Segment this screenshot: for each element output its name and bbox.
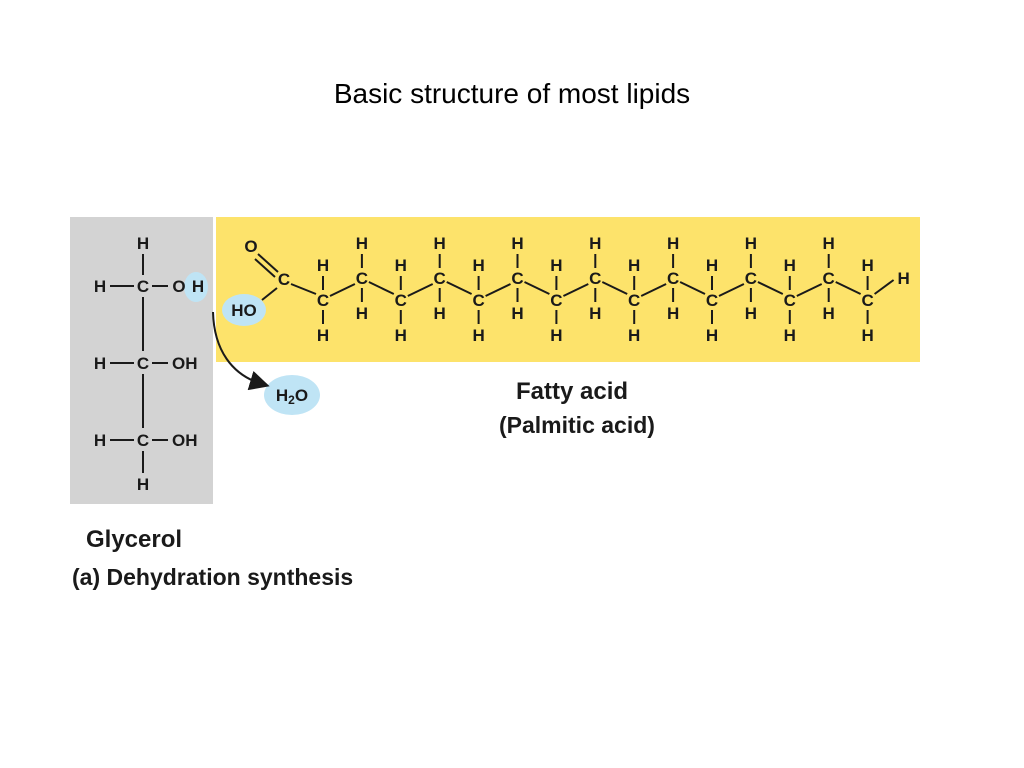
chain-hydrogen: H: [667, 234, 679, 253]
chain-carbon: C: [706, 291, 718, 310]
glycerol-panel: [70, 217, 213, 504]
glycerol-label: Glycerol: [86, 526, 183, 553]
fatty-acid-label: Fatty acid: [516, 378, 629, 405]
water-label: H2O: [276, 386, 308, 407]
chain-carbon: C: [511, 269, 523, 288]
glycerol-o-1: O: [172, 277, 185, 296]
chain-hydrogen: H: [395, 256, 407, 275]
glycerol-c-3: C: [137, 431, 149, 450]
chain-hydrogen: H: [550, 256, 562, 275]
glycerol-oh-3: OH: [172, 431, 198, 450]
chain-carbon: C: [667, 269, 679, 288]
fatty-acid-panel: [216, 217, 920, 362]
glycerol-h-left-2: H: [94, 354, 106, 373]
chain-bond: [757, 281, 784, 295]
chain-hydrogen: H: [434, 304, 446, 323]
fatty-acid-molecule: O C HO CHHCHHCHHCHHCHHCHHCHHCHHCHHCHHCHH…: [231, 234, 909, 345]
chain-hydrogen: H: [706, 326, 718, 345]
chain-bond: [446, 281, 473, 295]
terminal-hydrogen: H: [897, 269, 909, 288]
chain-hydrogen: H: [745, 234, 757, 253]
chain-hydrogen: H: [667, 304, 679, 323]
chain-hydrogen: H: [511, 304, 523, 323]
glycerol-molecule: H H C O H H C OH H C OH H: [94, 234, 204, 494]
chain-hydrogen: H: [784, 256, 796, 275]
glycerol-h-left-3: H: [94, 431, 106, 450]
chain-bond: [407, 283, 434, 297]
chain-hydrogen: H: [356, 234, 368, 253]
chain-bond: [679, 281, 706, 295]
chain-carbon: C: [745, 269, 757, 288]
chain-hydrogen: H: [784, 326, 796, 345]
chain-hydrogen: H: [472, 326, 484, 345]
chain-hydrogen: H: [550, 326, 562, 345]
chain-bond: [796, 283, 823, 297]
chain-bond: [368, 281, 395, 295]
glycerol-c-2: C: [137, 354, 149, 373]
chain-carbon: C: [861, 291, 873, 310]
chain-hydrogen: H: [356, 304, 368, 323]
chain-carbon: C: [395, 291, 407, 310]
chain-hydrogen: H: [511, 234, 523, 253]
chain-hydrogen: H: [861, 256, 873, 275]
curved-arrow-icon: [212, 311, 270, 391]
chain-hydrogen: H: [395, 326, 407, 345]
glycerol-c-1: C: [137, 277, 149, 296]
chain-bond: [290, 283, 317, 295]
chain-carbon: C: [589, 269, 601, 288]
chain-carbon: C: [317, 291, 329, 310]
chain-carbon: C: [784, 291, 796, 310]
chain-bond: [601, 281, 628, 295]
water-highlight: [264, 375, 320, 415]
glycerol-h-bottom: H: [137, 475, 149, 494]
chain-bond: [874, 279, 895, 295]
chain-carbon: C: [356, 269, 368, 288]
chain-bond: [640, 283, 667, 297]
chain-hydrogen: H: [745, 304, 757, 323]
slide-title: Basic structure of most lipids: [333, 78, 691, 109]
chain-bond: [524, 281, 550, 295]
glycerol-oh-2: OH: [172, 354, 198, 373]
chain-hydrogen: H: [861, 326, 873, 345]
oh-highlight: [184, 272, 208, 302]
ho-highlight: [222, 294, 266, 326]
chain-hydrogen: H: [434, 234, 446, 253]
glycerol-h-left-1: H: [94, 277, 106, 296]
chain-hydrogen: H: [823, 234, 835, 253]
chain-bond: [562, 283, 589, 297]
chain-carbon: C: [472, 291, 484, 310]
chain-hydrogen: H: [589, 234, 601, 253]
chain-carbon: C: [823, 269, 835, 288]
chain-hydrogen: H: [823, 304, 835, 323]
chain-hydrogen: H: [589, 304, 601, 323]
chain-carbon: C: [434, 269, 446, 288]
chain-hydrogen: H: [472, 256, 484, 275]
chain-hydrogen: H: [706, 256, 718, 275]
chain-bond: [835, 281, 862, 295]
carboxyl-o: O: [244, 237, 257, 256]
chain-hydrogen: H: [628, 256, 640, 275]
glycerol-h-top: H: [137, 234, 149, 253]
chain-bond: [718, 283, 745, 297]
chain-bond: [329, 283, 356, 297]
glycerol-h-oh-1: H: [192, 277, 204, 296]
chain-hydrogen: H: [317, 326, 329, 345]
fatty-acid-name: (Palmitic acid): [499, 412, 655, 438]
chain-hydrogen: H: [628, 326, 640, 345]
chain-bond: [485, 283, 511, 297]
figure-caption: (a) Dehydration synthesis: [72, 564, 354, 590]
carboxyl-ho: HO: [231, 301, 257, 320]
chain-hydrogen: H: [317, 256, 329, 275]
chain-carbon: C: [550, 291, 562, 310]
carboxyl-c: C: [278, 270, 290, 289]
chain-carbon: C: [628, 291, 640, 310]
